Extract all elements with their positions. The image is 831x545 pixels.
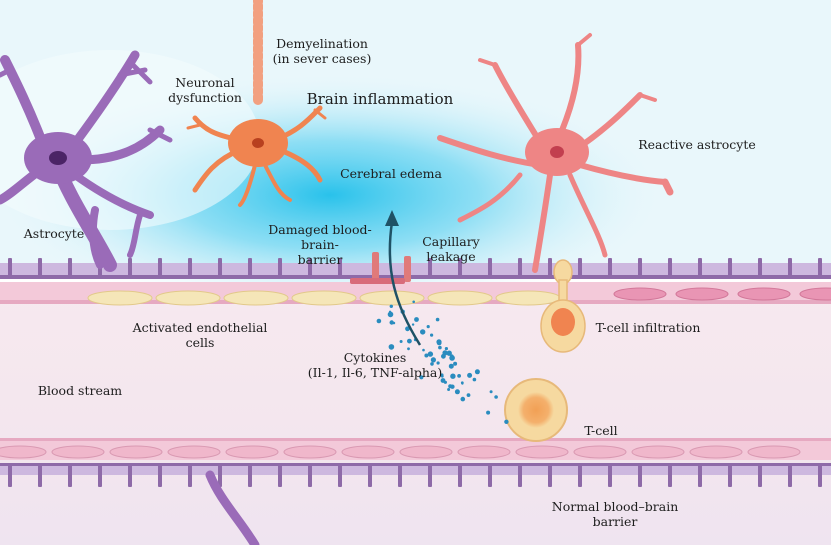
brain-inflammation-label: Brain inflammation [306, 90, 454, 108]
t-cell-label: T-cell [584, 423, 618, 438]
cytokine-dot-icon [449, 355, 455, 361]
cytokine-dot-icon [466, 393, 471, 397]
cytokine-dots [376, 300, 509, 424]
cytokine-dot-icon [389, 304, 393, 308]
cytokine-dot-icon [389, 320, 394, 325]
astrocyte-label: Astrocyte [23, 226, 85, 241]
cytokine-dot-icon [450, 373, 456, 379]
cytokine-dot-icon [457, 374, 461, 378]
cytokine-dot-icon [427, 351, 434, 357]
astrocyte-icon [0, 50, 173, 272]
t-cell-infiltration-label: T-cell infiltration [595, 320, 701, 335]
cytokine-dot-icon [438, 345, 442, 350]
cytokine-dot-icon [447, 388, 451, 391]
cytokine-dot-icon [489, 390, 493, 394]
cytokine-dot-icon [460, 396, 466, 402]
normal-barrier [0, 438, 831, 487]
demyelination-label: Demyelination (in sever cases) [272, 36, 372, 66]
cytokine-dot-icon [454, 389, 460, 395]
cerebral-edema-label: Cerebral edema [340, 166, 442, 181]
astrocyte-process-icon [205, 470, 260, 545]
cytokine-dot-icon [435, 317, 440, 322]
cytokine-dot-icon [430, 362, 434, 366]
cytokine-dot-icon [467, 372, 473, 378]
cytokine-dot-icon [448, 363, 454, 369]
cytokine-dot-icon [422, 348, 425, 352]
cytokine-dot-icon [486, 410, 491, 415]
cytokine-dot-icon [431, 357, 436, 362]
cytokine-dot-icon [419, 375, 424, 380]
cytokine-dot-icon [426, 325, 430, 329]
cytokine-dot-icon [376, 318, 382, 324]
cytokine-dot-icon [440, 378, 446, 383]
cytokine-dot-icon [399, 340, 403, 343]
cytokine-dot-icon [440, 374, 444, 378]
cytokine-dot-icon [407, 338, 412, 344]
normal-bbb-label: Normal blood–brain barrier [551, 499, 679, 529]
t-cell-infiltration-icon [540, 259, 586, 353]
upper-endothelium [0, 282, 831, 306]
cytokine-dot-icon [450, 384, 455, 389]
cytokine-dot-icon [461, 382, 464, 385]
damaged-bbb-label: Damaged blood-brain- barrier [268, 222, 372, 267]
blood-stream-label: Blood stream [37, 383, 123, 398]
cytokine-dot-icon [430, 333, 434, 337]
cytokine-dot-icon [446, 350, 452, 356]
cytokine-dot-icon [494, 395, 498, 399]
neuron-icon [186, 0, 327, 207]
cytokine-dot-icon [411, 323, 415, 326]
damaged-endfeet-icon [350, 252, 411, 284]
t-cell-icon [504, 378, 568, 442]
cytokine-dot-icon [472, 377, 477, 382]
capillary-leakage-label: Capillary leakage [422, 234, 480, 264]
activated-endothelial-label: Activated endothelial cells [132, 320, 268, 350]
cytokine-dot-icon [420, 329, 426, 335]
cytokines-label: Cytokines (Il-1, Il-6, TNF-alpha) [307, 350, 443, 380]
cytokine-dot-icon [412, 300, 416, 304]
neuronal-dysfunction-label: Neuronal dysfunction [168, 75, 242, 105]
damaged-barrier-endfeet [0, 258, 831, 279]
cytokine-dot-icon [453, 361, 458, 366]
capillary-leakage-arrow-icon [385, 210, 422, 346]
cytokine-dot-icon [436, 340, 442, 346]
cytokine-dot-icon [444, 347, 448, 351]
cytokine-dot-icon [414, 317, 419, 322]
reactive-astrocyte-icon [437, 33, 674, 273]
reactive-astrocyte-label: Reactive astrocyte [638, 137, 756, 152]
cytokine-dot-icon [504, 419, 509, 424]
cytokine-dot-icon [424, 353, 429, 358]
cytokine-dot-icon [474, 369, 480, 375]
cytokine-dot-icon [387, 311, 394, 318]
cytokine-dot-icon [442, 350, 448, 356]
cytokine-dot-icon [436, 361, 440, 365]
cytokine-dot-icon [407, 347, 410, 351]
blood-stream-region [0, 288, 831, 545]
cytokine-dot-icon [388, 344, 395, 350]
